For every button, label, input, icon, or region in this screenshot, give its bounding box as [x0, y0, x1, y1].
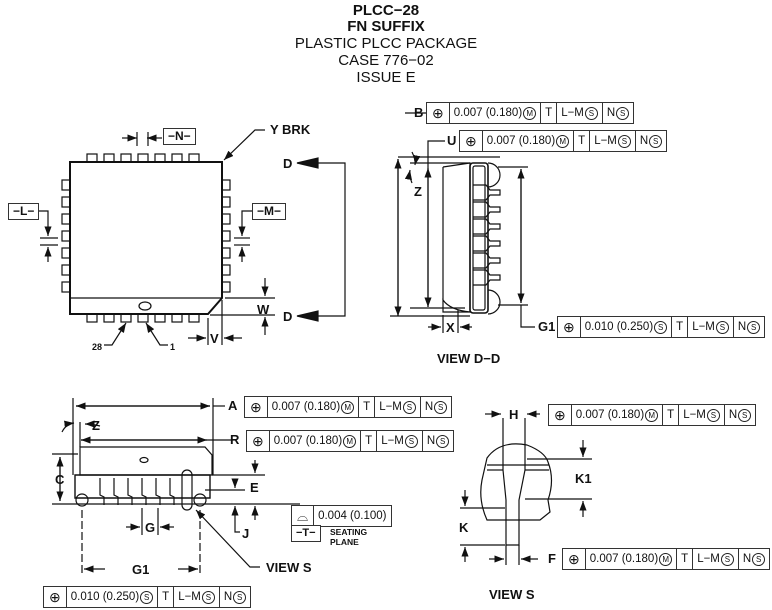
datum-t: −T−: [291, 525, 321, 542]
view-dd-leads: [473, 184, 501, 286]
view-s-body: [480, 418, 553, 546]
modifier-icon: S: [201, 590, 215, 604]
fcf-label-u: U: [447, 133, 457, 148]
modifier-icon: S: [402, 400, 416, 414]
modifier-icon: S: [140, 590, 154, 604]
side-view-body: [74, 446, 213, 511]
position-icon: ⊕: [549, 405, 572, 425]
modifier-icon: S: [649, 134, 663, 148]
dim-c: C: [55, 472, 65, 487]
pin-1-label: 1: [170, 342, 175, 352]
modifier-icon: S: [720, 552, 734, 566]
view-s-title: VIEW S: [489, 587, 535, 602]
y-brk-label: Y BRK: [270, 122, 311, 137]
modifier-icon: S: [617, 134, 631, 148]
fcf-label-b: B: [414, 105, 424, 120]
view-dd-body: [442, 162, 501, 315]
datum-l: −L−: [8, 203, 40, 220]
package-type: PLASTIC PLCC PACKAGE: [294, 35, 478, 52]
dim-g1-side: G1: [132, 562, 149, 577]
modifier-icon: S: [434, 400, 448, 414]
modifier-icon: S: [747, 320, 761, 334]
modifier-icon: M: [659, 552, 673, 566]
dim-w: W: [257, 302, 270, 317]
dim-k1: K1: [575, 471, 592, 486]
dim-j: J: [242, 526, 249, 541]
dim-f: F: [548, 551, 556, 566]
position-icon: ⊕: [563, 549, 586, 569]
modifier-icon: S: [654, 320, 668, 334]
modifier-icon: S: [738, 408, 752, 422]
view-s-callout: VIEW S: [266, 560, 312, 575]
package-name: PLCC−28: [352, 2, 420, 19]
modifier-icon: M: [645, 408, 659, 422]
right-leads: [221, 179, 231, 293]
modifier-icon: S: [584, 106, 598, 120]
position-icon: ⊕: [460, 131, 483, 151]
position-icon: ⊕: [247, 431, 270, 451]
side-view-leads: [99, 478, 175, 505]
dim-z-dd: Z: [414, 184, 422, 199]
modifier-icon: S: [404, 434, 418, 448]
modifier-icon: S: [436, 434, 450, 448]
fcf-label-g1: G1: [538, 319, 556, 334]
modifier-icon: S: [715, 320, 729, 334]
modifier-icon: S: [706, 408, 720, 422]
position-icon: ⊕: [427, 103, 450, 123]
bottom-leads: [86, 313, 200, 323]
section-d-top: D: [283, 156, 292, 171]
fcf-label-r: R: [230, 432, 240, 447]
profile-icon: ⌓: [292, 506, 315, 526]
datum-m: −M−: [252, 203, 287, 220]
dim-v: V: [210, 331, 219, 346]
dim-k: K: [459, 520, 469, 535]
position-icon: ⊕: [44, 587, 67, 607]
issue: ISSUE E: [356, 69, 416, 86]
modifier-icon: S: [233, 590, 247, 604]
position-icon: ⊕: [558, 317, 581, 337]
fcf-label-a: A: [228, 398, 238, 413]
modifier-icon: S: [752, 552, 766, 566]
modifier-icon: M: [523, 106, 537, 120]
flatness-frame: ⌓ 0.004 (0.100): [291, 505, 392, 527]
modifier-icon: M: [343, 434, 357, 448]
position-icon: ⊕: [245, 397, 268, 417]
seating-plane-label: SEATING PLANE: [330, 527, 368, 547]
dim-z-side: Z: [92, 418, 100, 433]
modifier-icon: M: [556, 134, 570, 148]
suffix: FN SUFFIX: [347, 18, 425, 35]
flatness-value: 0.004 (0.100): [318, 510, 387, 522]
left-leads: [61, 179, 71, 293]
datum-n: −N−: [163, 128, 196, 145]
top-leads: [86, 153, 200, 163]
modifier-icon: M: [341, 400, 355, 414]
case-number: CASE 776−02: [338, 52, 434, 69]
dim-g: G: [145, 520, 155, 535]
section-d-bottom: D: [283, 309, 292, 324]
dim-e: E: [250, 480, 259, 495]
top-view-body: [61, 153, 231, 323]
dim-h: H: [509, 407, 518, 422]
pin-28-label: 28: [92, 342, 102, 352]
modifier-icon: S: [616, 106, 630, 120]
view-dd-title: VIEW D−D: [437, 351, 501, 366]
dim-x: X: [446, 320, 455, 335]
